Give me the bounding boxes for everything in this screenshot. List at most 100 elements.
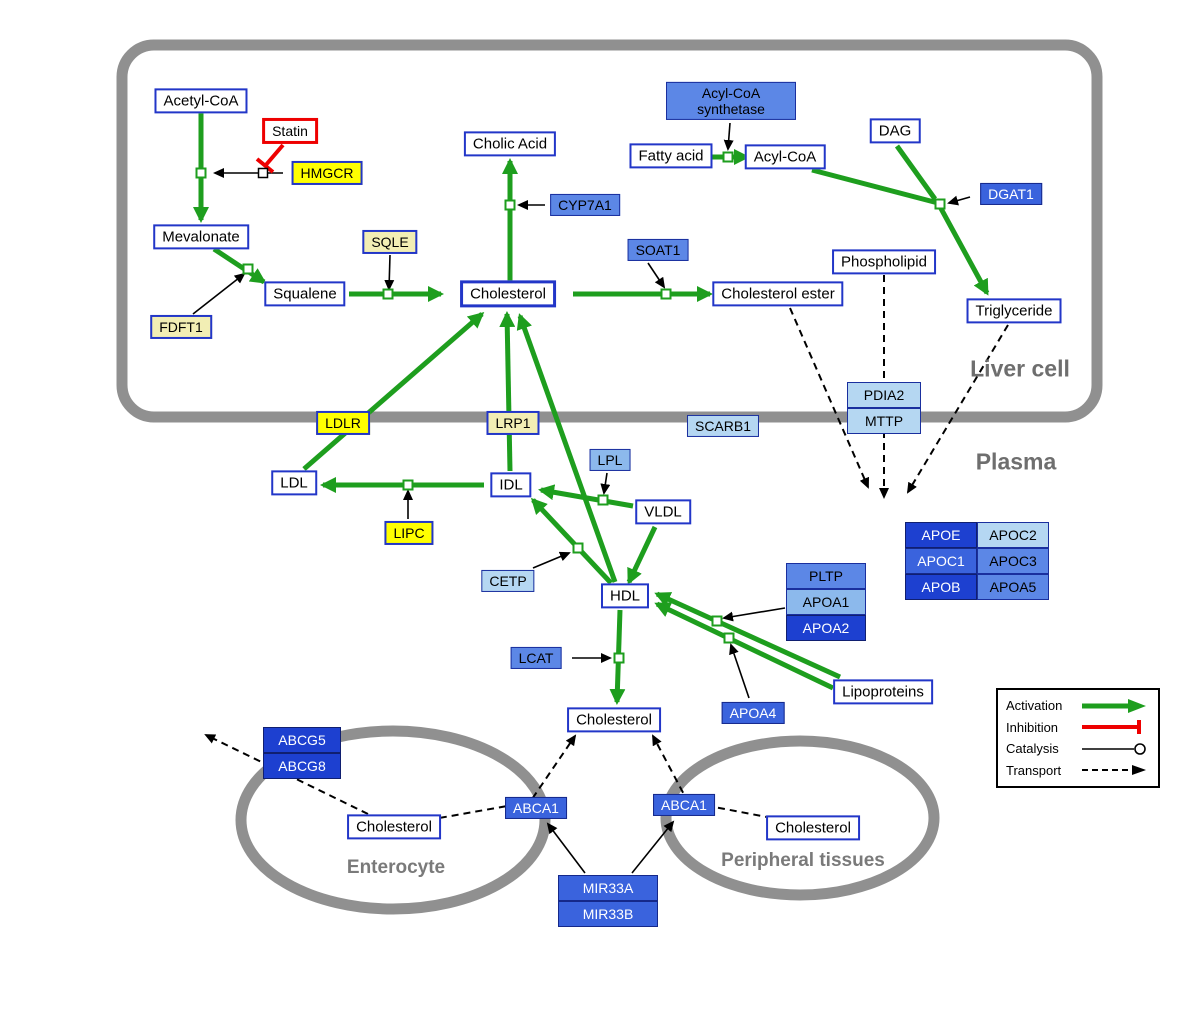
reaction-node — [504, 199, 516, 211]
edge-transport-cholesterolester-plasma — [789, 307, 869, 489]
edge-transport-triglyceride-plasma — [906, 324, 1009, 494]
node-cetp: CETP — [481, 569, 535, 593]
node-fatty-acid: Fatty acid — [629, 143, 713, 169]
edge-activation-hdl-cholesterol — [516, 313, 618, 583]
edge-activation-lipoproteins-hdl-upper — [654, 591, 842, 680]
node-abca1-enterocyte: ABCA1 — [505, 796, 567, 820]
legend-row-transport: Transport — [1006, 761, 1150, 779]
node-acetyl-coa: Acetyl-CoA — [154, 88, 248, 114]
node-pltp: PLTP — [786, 563, 866, 589]
reaction-node — [242, 263, 254, 275]
liver-cell-membrane — [116, 39, 1103, 423]
node-hdl: HDL — [600, 583, 650, 609]
node-abcg5: ABCG5 — [263, 727, 341, 753]
reaction-node — [934, 198, 946, 210]
enterocyte-label: Enterocyte — [346, 857, 446, 878]
edge-activation-mevalonate-squalene — [212, 246, 267, 285]
node-phospholipid: Phospholipid — [832, 249, 936, 275]
peripheral-tissues-membrane — [660, 735, 940, 901]
transport-dashed-arrow-icon — [1082, 765, 1146, 776]
legend-row-inhibition: Inhibition — [1006, 718, 1150, 736]
node-mevalonate: Mevalonate — [153, 224, 249, 250]
node-lrp1: LRP1 — [486, 410, 540, 436]
liver-cell-label: Liver cell — [970, 355, 1070, 382]
node-abca1-peripheral: ABCA1 — [653, 793, 715, 817]
legend: Activation Inhibition Catalysis Transpor… — [996, 688, 1160, 788]
node-soat1: SOAT1 — [627, 238, 689, 262]
node-apoc2: APOC2 — [977, 522, 1049, 548]
reaction-node — [613, 652, 625, 664]
legend-row-catalysis: Catalysis — [1006, 740, 1150, 758]
node-cholesterol-plasma: Cholesterol — [567, 707, 661, 733]
node-apoe: APOE — [905, 522, 977, 548]
node-cholesterol-enterocyte: Cholesterol — [347, 814, 441, 840]
reaction-node — [572, 542, 584, 554]
catalysis-circle-icon — [1082, 742, 1146, 755]
edge-activation-idl-lrp1-cholesterol — [499, 311, 516, 472]
catalysis-anchor-square — [257, 167, 269, 179]
node-apoc1: APOC1 — [905, 548, 977, 574]
edge-mir33-abca1-peripheral — [631, 820, 675, 874]
node-scarb1: SCARB1 — [686, 414, 760, 438]
node-apoa5: APOA5 — [977, 574, 1049, 600]
node-lcat: LCAT — [510, 646, 562, 670]
edge-catalysis-apoa-stack — [722, 607, 786, 622]
node-cholic-acid: Cholic Acid — [463, 131, 557, 157]
reaction-node — [723, 632, 735, 644]
node-triglyceride: Triglyceride — [966, 298, 1062, 324]
edge-catalysis-cetp — [532, 551, 571, 569]
activation-arrow-icon — [1082, 698, 1146, 713]
reaction-node — [402, 479, 414, 491]
edge-catalysis-sqle — [384, 254, 395, 291]
node-apoa2: APOA2 — [786, 615, 866, 641]
node-pdia2: PDIA2 — [847, 382, 921, 408]
edge-catalysis-fdft1 — [192, 272, 246, 315]
legend-transport-label: Transport — [1006, 762, 1062, 778]
node-apoa4: APOA4 — [721, 701, 785, 725]
legend-catalysis-label: Catalysis — [1006, 741, 1059, 757]
legend-activation-label: Activation — [1006, 698, 1063, 714]
legend-inhibition-label: Inhibition — [1006, 719, 1059, 735]
edge-catalysis-lpl — [600, 472, 611, 495]
node-lipoproteins: Lipoproteins — [833, 679, 933, 705]
edge-catalysis-acylcoa-synthetase — [723, 122, 734, 151]
node-dag: DAG — [869, 118, 921, 144]
edge-catalysis-soat1 — [647, 262, 666, 289]
node-acyl-coa-synthetase: Acyl-CoA synthetase — [666, 81, 796, 121]
edge-activation-dag-junction — [894, 144, 938, 201]
node-mir33b: MIR33B — [558, 901, 658, 927]
node-dgat1: DGAT1 — [980, 182, 1042, 206]
node-vldl: VLDL — [635, 499, 691, 525]
inhibition-tee-icon — [1082, 720, 1141, 735]
edge-catalysis-dgat1 — [947, 195, 971, 206]
edge-mir33-abca1-enterocyte — [546, 822, 586, 874]
plasma-label: Plasma — [975, 448, 1057, 475]
legend-row-activation: Activation — [1006, 697, 1150, 715]
peripheral-tissues-label: Peripheral tissues — [721, 850, 885, 871]
node-hmgcr: HMGCR — [291, 160, 363, 186]
node-squalene: Squalene — [264, 281, 346, 307]
reaction-node — [711, 615, 723, 627]
node-apoc3: APOC3 — [977, 548, 1049, 574]
reaction-node — [660, 288, 672, 300]
node-mir33a: MIR33A — [558, 875, 658, 901]
edge-activation-lipoproteins-hdl-lower — [654, 601, 835, 691]
node-idl: IDL — [490, 472, 532, 498]
edge-inhibition-statin-hmgcr — [263, 143, 285, 168]
node-fdft1: FDFT1 — [150, 314, 212, 340]
node-statin: Statin — [262, 117, 318, 145]
reaction-node — [195, 167, 207, 179]
node-cholesterol-liver: Cholesterol — [460, 280, 556, 308]
reaction-node — [382, 288, 394, 300]
node-mttp: MTTP — [847, 408, 921, 434]
inhibition-tee-bar — [255, 157, 275, 174]
node-cholesterol-ester: Cholesterol ester — [712, 281, 844, 307]
node-ldlr: LDLR — [316, 410, 370, 436]
node-acyl-coa: Acyl-CoA — [744, 144, 826, 170]
node-cholesterol-peripheral: Cholesterol — [766, 815, 860, 841]
node-ldl: LDL — [271, 470, 317, 496]
node-apoa1: APOA1 — [786, 589, 866, 615]
enterocyte-membrane — [235, 725, 551, 915]
reaction-node — [597, 494, 609, 506]
